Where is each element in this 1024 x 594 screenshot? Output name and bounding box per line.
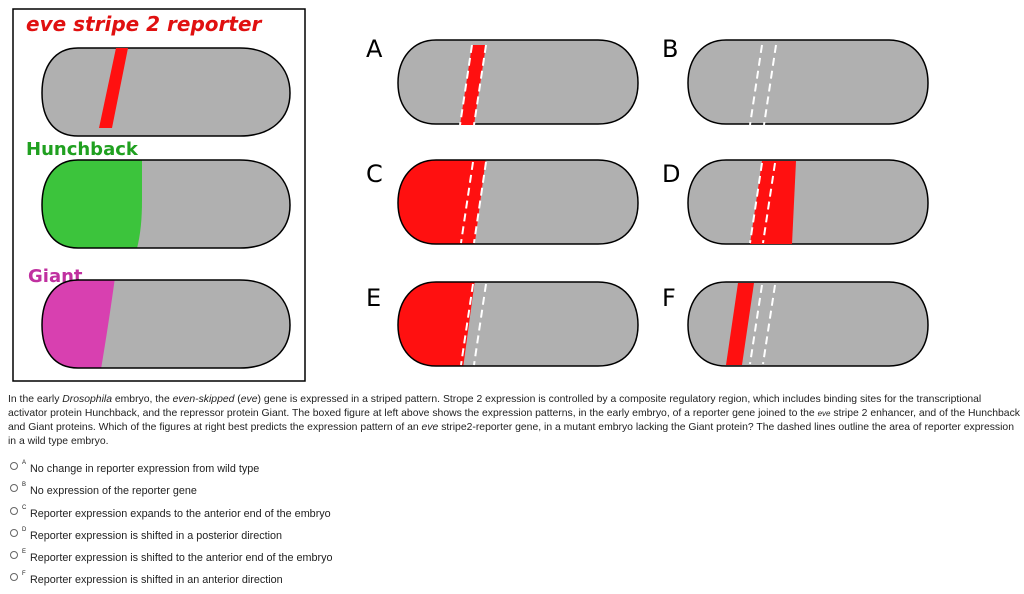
question-italic: Drosophila bbox=[62, 394, 112, 405]
option-c[interactable]: C Reporter expression expands to the ant… bbox=[10, 505, 332, 527]
option-d[interactable]: D Reporter expression is shifted in a po… bbox=[10, 527, 332, 549]
option-d-radio[interactable] bbox=[10, 529, 18, 537]
option-c-radio[interactable] bbox=[10, 507, 18, 515]
question-part: embryo, the bbox=[112, 394, 173, 405]
option-b-letter: B bbox=[22, 482, 30, 488]
option-f[interactable]: F Reporter expression is shifted in an a… bbox=[10, 571, 332, 593]
giant-embryo bbox=[30, 270, 290, 375]
question-italic: eve bbox=[241, 394, 258, 405]
option-f-letter: F bbox=[22, 571, 30, 577]
hunchback-domain bbox=[30, 150, 142, 252]
option-e-radio[interactable] bbox=[10, 551, 18, 559]
panel-b-letter: B bbox=[662, 35, 678, 63]
question-text: In the early Drosophila embryo, the even… bbox=[8, 393, 1020, 449]
panel-c-letter: C bbox=[366, 160, 383, 188]
panel-d: D bbox=[662, 160, 928, 244]
question-italic: even-skipped bbox=[173, 394, 235, 405]
option-c-text: Reporter expression expands to the anter… bbox=[30, 508, 331, 520]
option-e[interactable]: E Reporter expression is shifted to the … bbox=[10, 549, 332, 571]
panel-f-letter: F bbox=[662, 284, 676, 312]
option-e-letter: E bbox=[22, 549, 30, 555]
panel-f: F bbox=[662, 282, 928, 366]
panel-b: B bbox=[662, 35, 928, 125]
question-italic: eve bbox=[422, 422, 439, 433]
option-c-letter: C bbox=[22, 505, 30, 511]
option-b-text: No expression of the reporter gene bbox=[30, 485, 197, 497]
question-italic: eve bbox=[818, 409, 831, 418]
option-b[interactable]: B No expression of the reporter gene bbox=[10, 482, 332, 504]
reporter-embryo bbox=[42, 48, 290, 136]
option-a-radio[interactable] bbox=[10, 462, 18, 470]
option-f-radio[interactable] bbox=[10, 573, 18, 581]
panel-e: E bbox=[366, 272, 638, 376]
option-b-radio[interactable] bbox=[10, 484, 18, 492]
option-d-letter: D bbox=[22, 527, 30, 533]
question-part: In the early bbox=[8, 394, 62, 405]
panel-e-letter: E bbox=[366, 284, 381, 312]
option-f-text: Reporter expression is shifted in an ant… bbox=[30, 574, 283, 586]
reporter-title: eve stripe 2 reporter bbox=[26, 12, 263, 36]
option-d-text: Reporter expression is shifted in a post… bbox=[30, 530, 282, 542]
panel-c: C bbox=[366, 150, 638, 250]
panel-a-letter: A bbox=[366, 35, 383, 63]
hunchback-label: Hunchback bbox=[26, 139, 139, 160]
option-a-letter: A bbox=[22, 460, 30, 466]
option-a[interactable]: A No change in reporter expression from … bbox=[10, 460, 332, 482]
panel-d-letter: D bbox=[662, 160, 680, 188]
hunchback-embryo bbox=[30, 150, 290, 252]
option-e-text: Reporter expression is shifted to the an… bbox=[30, 552, 332, 564]
panel-a: A bbox=[366, 35, 638, 125]
answer-options: A No change in reporter expression from … bbox=[10, 460, 332, 594]
option-a-text: No change in reporter expression from wi… bbox=[30, 463, 259, 475]
embryo-figure: eve stripe 2 reporter Hunchback Giant A … bbox=[0, 0, 1024, 390]
